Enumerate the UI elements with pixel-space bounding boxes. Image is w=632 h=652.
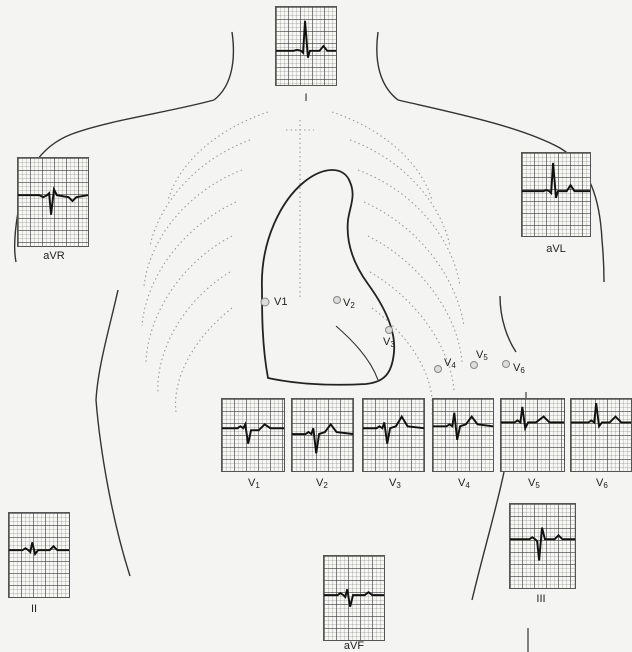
ecg-strip-lead-avr [17,157,89,247]
ecg-trace-lead-v6 [571,399,631,471]
ecg-strip-lead-i [275,6,337,86]
ecg-strip-lead-iii [509,503,576,589]
heart-septum-line [336,326,378,380]
lead-label-v5: V5 [528,477,540,490]
ecg-trace-lead-i [276,7,336,85]
lead-label-v1: V1 [248,477,260,490]
electrode-label-v2: V2 [343,297,355,310]
right-torso-lower-line [472,472,504,600]
ecg-trace-lead-avf [324,556,384,640]
electrode-label-v6: V6 [513,362,525,375]
ecg-strip-lead-v1 [221,398,285,472]
electrode-label-v4: V4 [444,357,456,370]
lead-label-avr: aVR [34,250,74,262]
ecg-trace-lead-v3 [363,399,424,471]
ribcage [142,112,464,414]
right-torso-upper-line [500,296,516,352]
electrode-label-v3: V3 [383,336,395,349]
neck-left-line [214,32,233,100]
lead-label-i: I [286,92,326,104]
ecg-strip-lead-v2 [291,398,354,472]
electrodes [261,297,510,373]
neck-right-line [377,32,398,100]
heart-outline [262,170,394,385]
lead-label-ii: II [14,603,54,615]
ecg-strip-lead-v4 [432,398,494,472]
electrode-label-v1: VV11 [274,296,287,309]
lead-label-iii: III [521,593,561,605]
electrode-label-v5: V5 [476,349,488,362]
ecg-strip-lead-v3 [362,398,425,472]
ecg-trace-lead-ii [9,513,69,597]
ecg-strip-lead-avf [323,555,385,641]
lead-label-v4: V4 [458,477,470,490]
ecg-strip-lead-avl [521,152,591,237]
lead-label-v6: V6 [596,477,608,490]
electrode-v2 [334,297,341,304]
ecg-trace-lead-v5 [501,399,564,471]
electrode-v5 [471,362,478,369]
lead-label-v3: V3 [389,477,401,490]
ecg-trace-lead-v1 [222,399,284,471]
electrode-v1 [261,298,269,306]
left-torso-line [96,290,130,576]
ecg-trace-lead-v4 [433,399,493,471]
ecg-trace-lead-avr [18,158,88,246]
ecg-trace-lead-v2 [292,399,353,471]
electrode-v3 [386,327,393,334]
ecg-trace-lead-avl [522,153,590,236]
lead-label-avl: aVL [536,243,576,255]
ecg-strip-lead-ii [8,512,70,598]
ecg-trace-lead-iii [510,504,575,588]
electrode-v6 [503,361,510,368]
lead-label-v2: V2 [316,477,328,490]
electrode-v4 [435,366,442,373]
ecg-strip-lead-v5 [500,398,565,472]
ecg-strip-lead-v6 [570,398,632,472]
lead-label-avf: aVF [334,640,374,652]
